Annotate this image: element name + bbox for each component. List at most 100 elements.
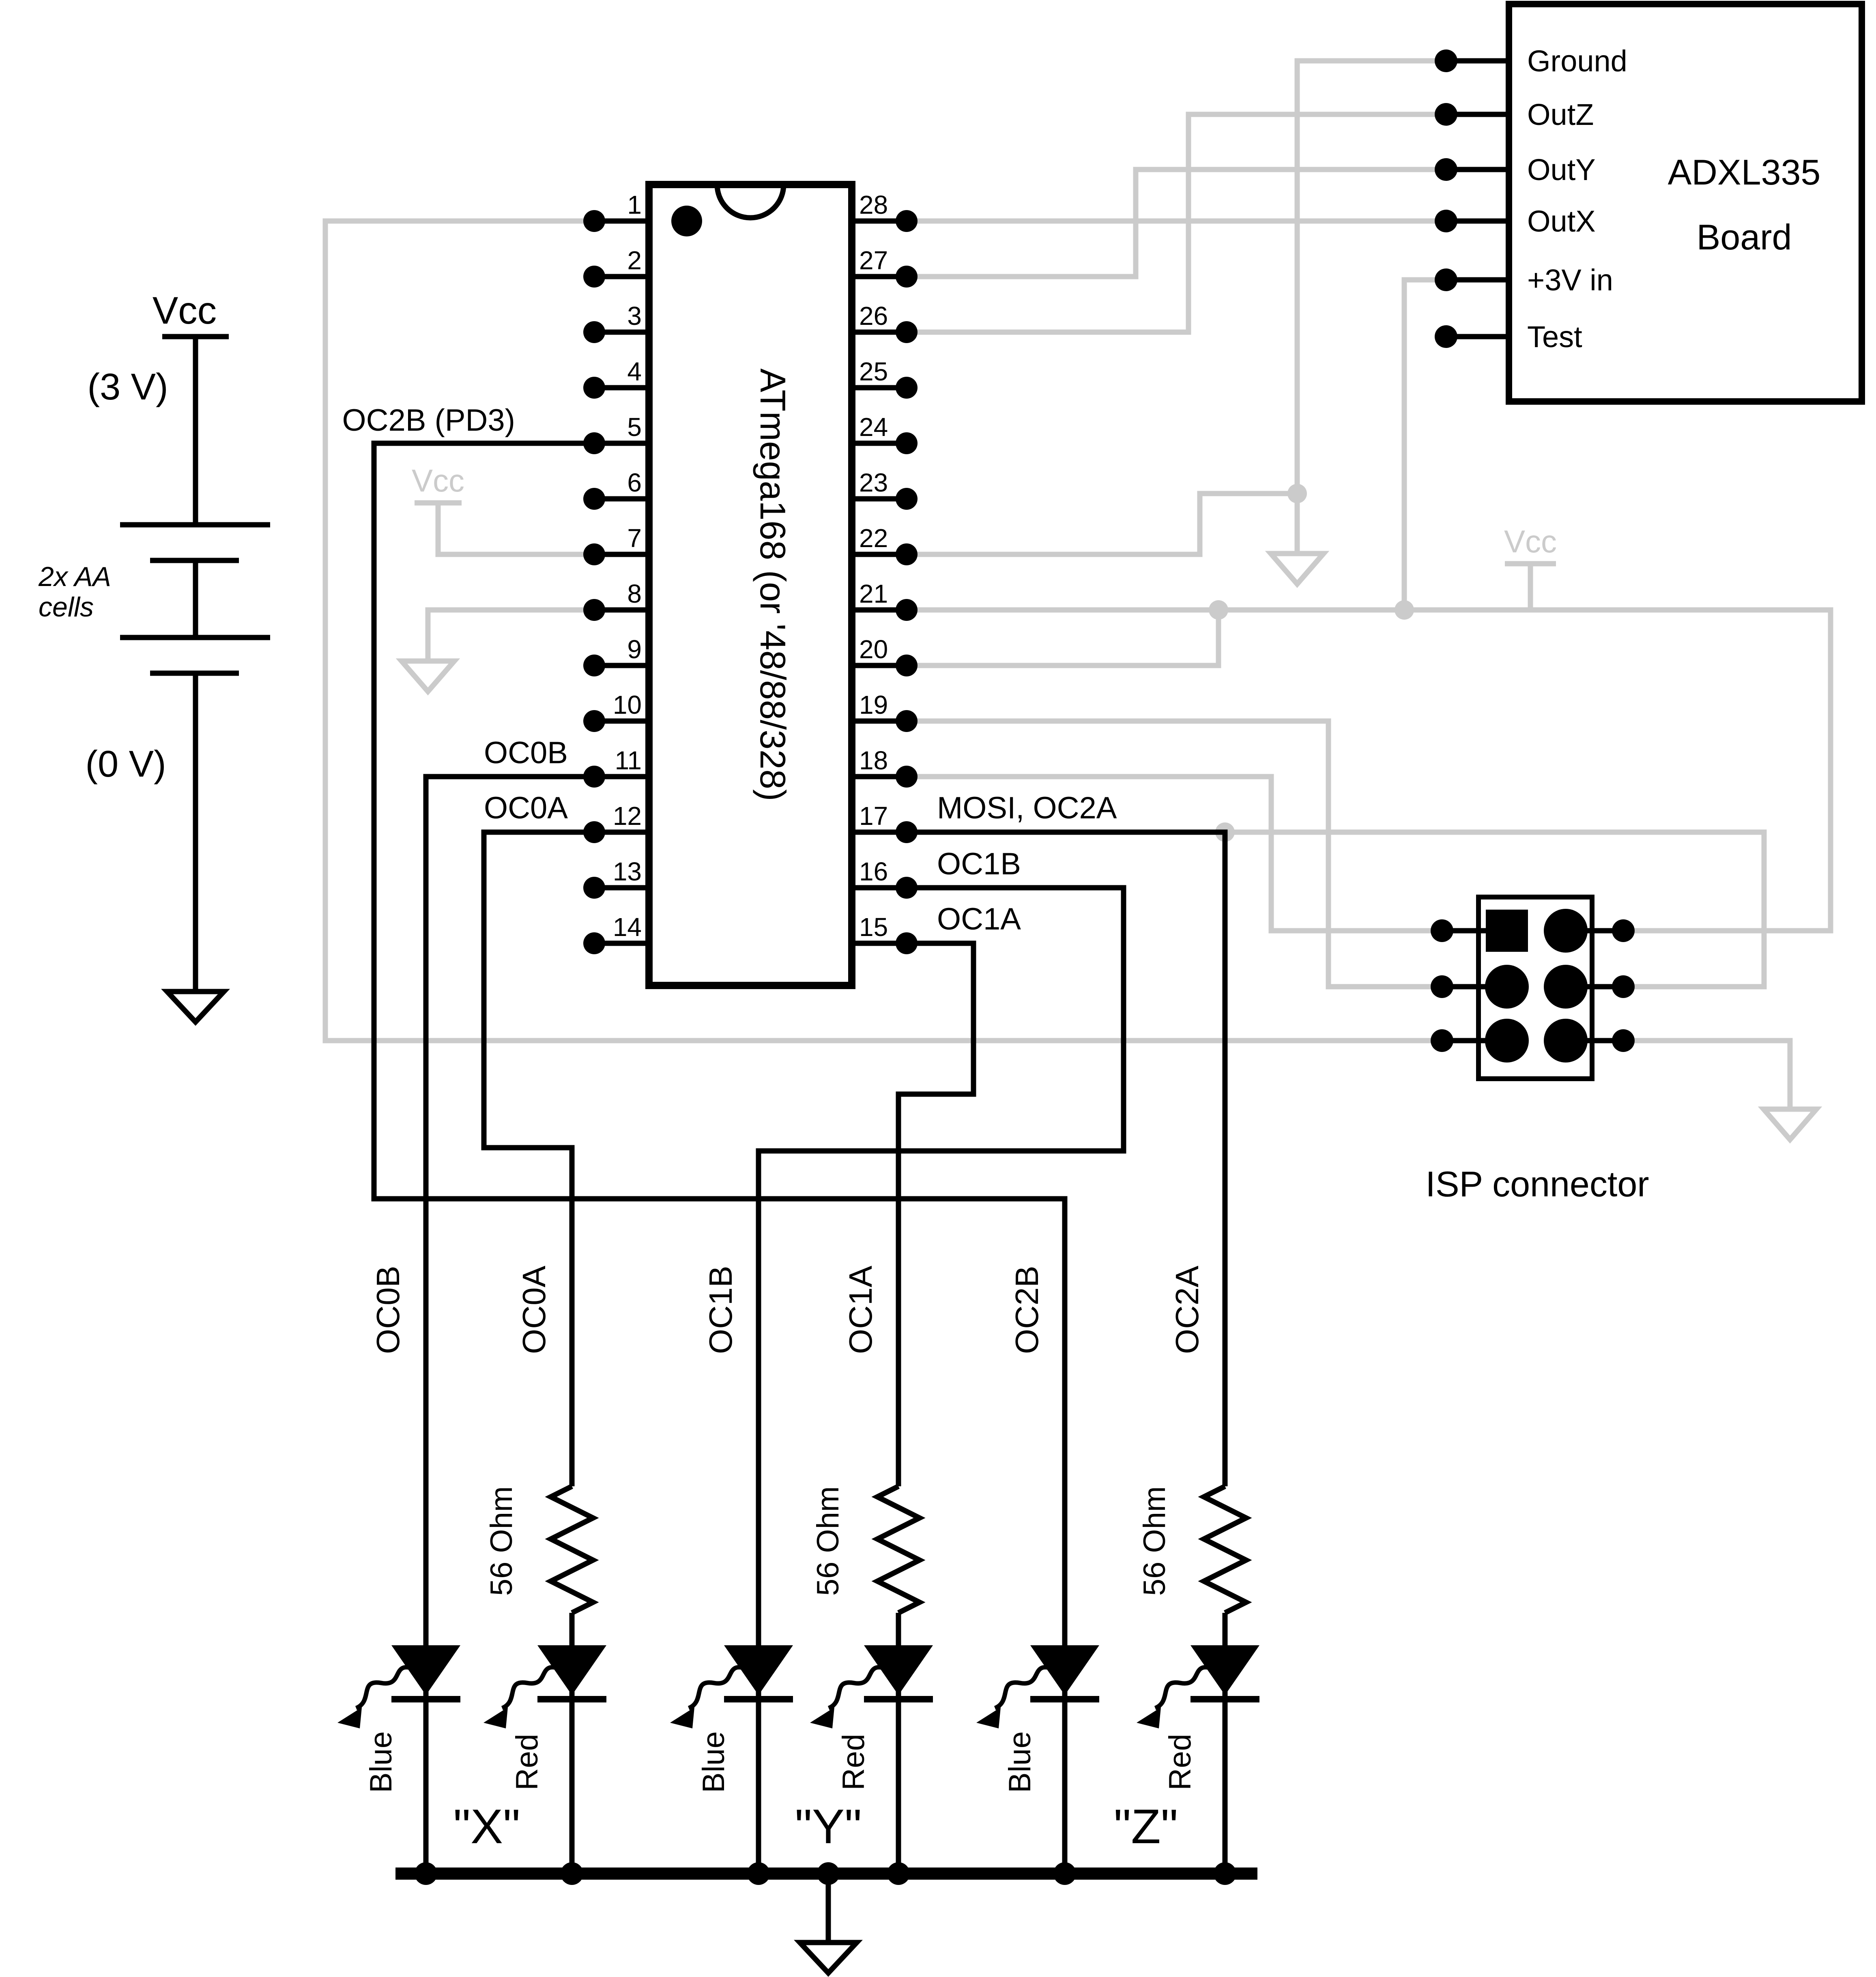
- wire-oc2b: [371, 440, 1068, 1874]
- pin-number-11: 11: [615, 746, 642, 775]
- pin-number-14: 14: [613, 912, 642, 942]
- resistor-OC0A: [545, 1484, 599, 1615]
- adxl-pin-dot-Test: [1435, 325, 1457, 348]
- pin-dot-right-25: [896, 377, 918, 399]
- voltage-top-label: (3 V): [87, 366, 168, 408]
- led-light-arrowhead-OC0A: [484, 1707, 508, 1728]
- pin-dot-right-15: [896, 932, 918, 954]
- led-color-label-OC1A: Red: [836, 1734, 871, 1790]
- bus-junction-OC0A: [561, 1862, 583, 1885]
- pin-dot-left-10: [583, 710, 605, 732]
- wire-reset-to-isp: [322, 218, 1442, 1043]
- adxl-pin-label-+3V in: +3V in: [1527, 263, 1613, 297]
- pin-number-21: 21: [859, 579, 888, 608]
- pin-dot-left-12: [583, 821, 605, 843]
- ground-arrow-left-gray: [395, 658, 460, 695]
- adxl-pin-dot-OutX: [1435, 210, 1457, 232]
- isp-dot-left-row2: [1431, 975, 1453, 998]
- adxl-title-line1: ADXL335: [1668, 152, 1821, 192]
- resistor-value-OC1A: 56 Ohm: [811, 1486, 845, 1596]
- pin-number-27: 27: [859, 246, 888, 275]
- bus-junction-OC2B: [1053, 1862, 1076, 1885]
- pin-number-5: 5: [627, 412, 642, 442]
- chip-notch: [714, 184, 787, 221]
- channel-label-OC0A: OC0A: [516, 1265, 552, 1354]
- chip-pin1-marker: [671, 206, 702, 236]
- pin-dot-right-22: [896, 543, 918, 565]
- pin17-function-label: MOSI, OC2A: [937, 791, 1117, 825]
- pin-dot-left-7: [583, 543, 605, 565]
- pin-dot-left-13: [583, 877, 605, 899]
- led-light-squiggle-OC0B: [355, 1665, 415, 1711]
- pin-dot-left-8: [583, 599, 605, 621]
- led-light-arrowhead-OC1A: [810, 1707, 834, 1728]
- wire-isp-ground: [1623, 1038, 1793, 1109]
- adxl-pin-label-OutZ: OutZ: [1527, 98, 1594, 131]
- bus-junction-OC1B: [747, 1862, 770, 1885]
- ground-arrow-adxl-gray: [1265, 551, 1330, 588]
- bus-junction-OC1A: [887, 1862, 910, 1885]
- pin-number-4: 4: [627, 357, 642, 386]
- vcc-stub-left-wire: [435, 503, 594, 557]
- isp-pad-3: [1485, 965, 1529, 1009]
- isp-dot-right-row2: [1612, 975, 1635, 998]
- led-color-label-OC2B: Blue: [1003, 1731, 1037, 1793]
- pin-number-16: 16: [859, 857, 888, 886]
- pin-number-17: 17: [859, 801, 888, 831]
- pin-dot-right-27: [896, 266, 918, 288]
- pin-dot-left-1: [583, 210, 605, 232]
- axis-group-label-2: "Y": [795, 1799, 862, 1854]
- pin-dot-left-6: [583, 488, 605, 510]
- pin-number-9: 9: [627, 635, 642, 664]
- vcc-right-label: Vcc: [1504, 524, 1557, 559]
- led-color-label-OC0B: Blue: [364, 1731, 398, 1793]
- adxl-pin-label-OutX: OutX: [1527, 204, 1596, 238]
- wire-outz: [907, 112, 1446, 335]
- pin-dot-right-28: [896, 210, 918, 232]
- cells-label-line2: cells: [39, 592, 94, 623]
- wire-adxl-ground: [1294, 58, 1446, 554]
- battery: Vcc (3 V) (0 V) 2x AA cells: [38, 289, 270, 1026]
- pin-number-26: 26: [859, 301, 888, 331]
- pin-dot-right-18: [896, 766, 918, 788]
- bus-junction-ground-stem: [817, 1862, 840, 1885]
- channel-label-OC1B: OC1B: [703, 1266, 739, 1354]
- pin-dot-left-3: [583, 321, 605, 343]
- adxl-pin-dot-+3V in: [1435, 268, 1457, 291]
- pin-number-15: 15: [859, 912, 888, 942]
- wire-avcc-branch: [907, 610, 1221, 668]
- pin15-function-label: OC1A: [937, 902, 1021, 936]
- isp-dot-right-row3: [1612, 1029, 1635, 1052]
- voltage-bottom-label: (0 V): [85, 743, 166, 785]
- wire-3v-branch: [1401, 277, 1446, 610]
- pin-dot-right-24: [896, 432, 918, 454]
- channel-label-OC1A: OC1A: [842, 1265, 879, 1354]
- pin-dot-left-5: [583, 432, 605, 454]
- pin-number-7: 7: [627, 524, 642, 553]
- wire-oc1a: [896, 940, 976, 1874]
- led-triangle-red-OC2A: [1190, 1645, 1259, 1695]
- isp-dot-left-row3: [1431, 1029, 1453, 1052]
- pin-number-13: 13: [613, 857, 642, 886]
- wire-vcc-rail: [907, 607, 1833, 934]
- wire-oc1b: [756, 885, 1126, 1874]
- isp-pad-2: [1544, 909, 1588, 953]
- pin-number-23: 23: [859, 468, 888, 497]
- pin-dot-left-2: [583, 266, 605, 288]
- wire-oc0b: [423, 774, 594, 1874]
- gnd-stub-left-wire: [425, 607, 594, 661]
- pin-dot-left-11: [583, 766, 605, 788]
- resistor-value-OC0A: 56 Ohm: [484, 1486, 519, 1596]
- pin-dot-right-16: [896, 877, 918, 899]
- led-color-label-OC2A: Red: [1163, 1734, 1197, 1790]
- wire-outy: [907, 167, 1446, 279]
- bus-junction-OC0B: [415, 1862, 437, 1885]
- pin-dot-left-9: [583, 655, 605, 676]
- led-light-squiggle-OC2A: [1154, 1665, 1214, 1711]
- isp-pad-5: [1485, 1019, 1529, 1063]
- wire-miso: [907, 774, 1442, 934]
